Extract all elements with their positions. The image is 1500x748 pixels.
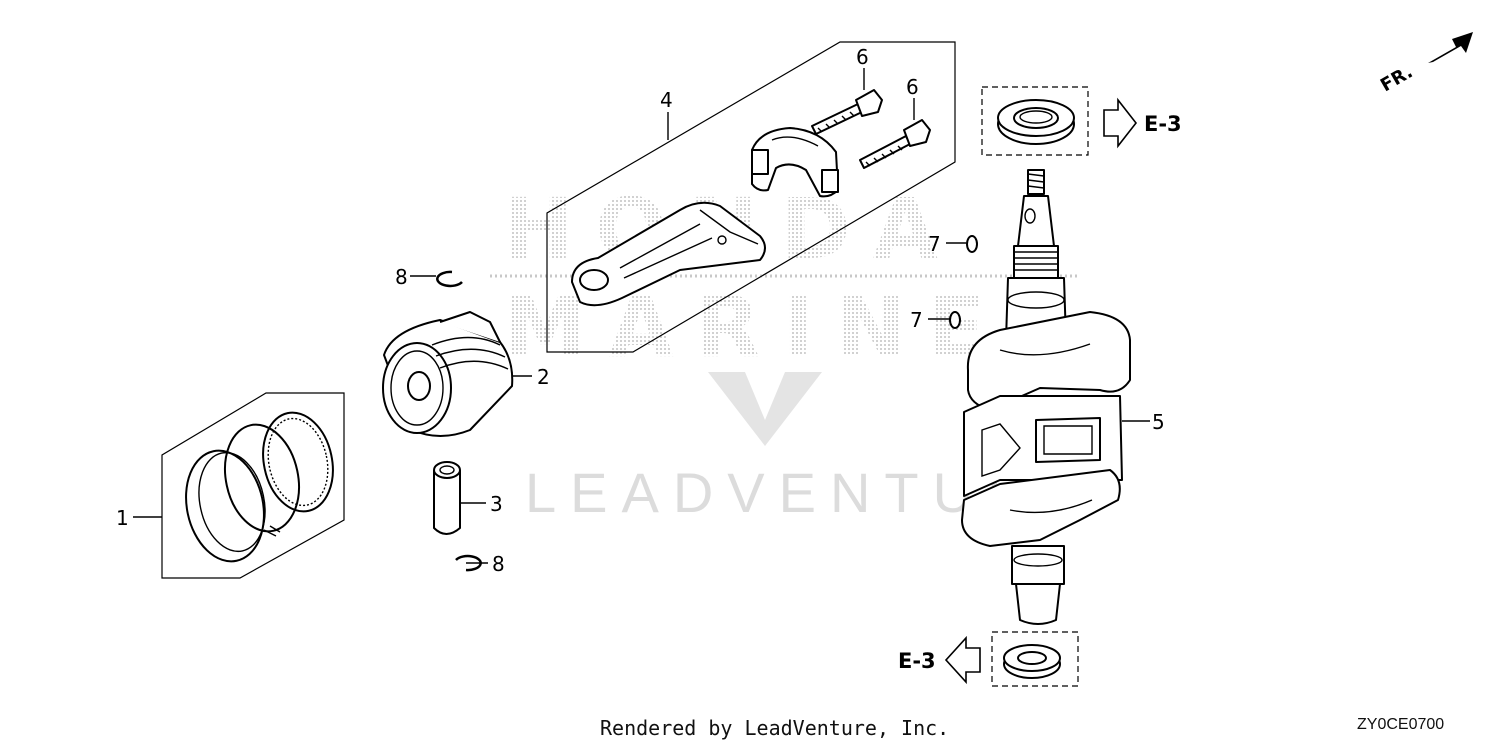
part-7-key-lower[interactable] — [949, 311, 961, 329]
callout-8a[interactable]: 8 — [395, 265, 408, 289]
callout-1[interactable]: 1 — [116, 506, 129, 530]
part-5-crankshaft[interactable] — [961, 169, 1131, 625]
rendered-by-text: Rendered by LeadVenture, Inc. — [600, 716, 950, 740]
callout-6a[interactable]: 6 — [856, 45, 869, 69]
diagram-code: ZY0CE0700 — [1357, 716, 1445, 733]
part-8-piston-pin-clip-top[interactable] — [436, 270, 463, 288]
callout-8b[interactable]: 8 — [492, 552, 505, 576]
con-rod-box — [546, 41, 956, 353]
front-arrow-icon — [1428, 32, 1473, 63]
part-3-piston-pin[interactable] — [433, 461, 461, 535]
callout-3[interactable]: 3 — [490, 492, 503, 516]
top-seal-box — [981, 86, 1089, 156]
callout-4[interactable]: 4 — [660, 88, 673, 112]
part-8-piston-pin-clip-bottom[interactable] — [455, 554, 482, 572]
callout-2[interactable]: 2 — [537, 365, 550, 389]
part-4-connecting-rod[interactable] — [571, 127, 839, 307]
oil-seal-top[interactable] — [997, 99, 1075, 145]
part-1-piston-ring-set[interactable] — [161, 392, 345, 579]
watermark-v-logo — [708, 372, 822, 446]
front-direction-indicator: FR. — [1377, 32, 1473, 96]
part-7-key-upper[interactable] — [966, 235, 978, 253]
ref-arrow-bottom-icon — [944, 635, 981, 685]
oil-seal-bottom[interactable] — [1003, 644, 1061, 679]
bottom-seal-box — [991, 631, 1079, 687]
callout-7a[interactable]: 7 — [928, 232, 941, 256]
ring-set-box — [161, 392, 345, 579]
direction-label: FR. — [1377, 61, 1416, 96]
ref-bottom[interactable]: E-3 — [898, 649, 936, 673]
callout-6b[interactable]: 6 — [906, 75, 919, 99]
callout-7b[interactable]: 7 — [910, 308, 923, 332]
part-6-rod-bolt-upper[interactable] — [811, 89, 883, 135]
part-2-piston[interactable] — [382, 311, 514, 437]
ref-arrow-top-icon — [1103, 97, 1138, 149]
ref-top[interactable]: E-3 — [1144, 112, 1182, 136]
part-6-rod-bolt-lower[interactable] — [859, 119, 931, 169]
callout-5[interactable]: 5 — [1152, 410, 1165, 434]
